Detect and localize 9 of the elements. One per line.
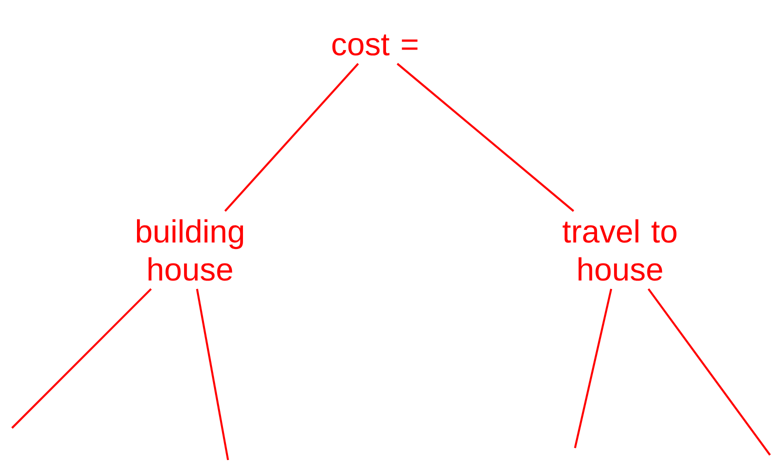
line [574, 288, 612, 448]
line [196, 288, 229, 460]
line [224, 63, 359, 212]
line [396, 62, 574, 212]
handwritten-text: cost = [332, 34, 418, 56]
line [11, 288, 152, 429]
line [648, 288, 771, 456]
handwritten-text: building house [136, 219, 244, 281]
handwritten-text: travel to house [562, 219, 676, 281]
